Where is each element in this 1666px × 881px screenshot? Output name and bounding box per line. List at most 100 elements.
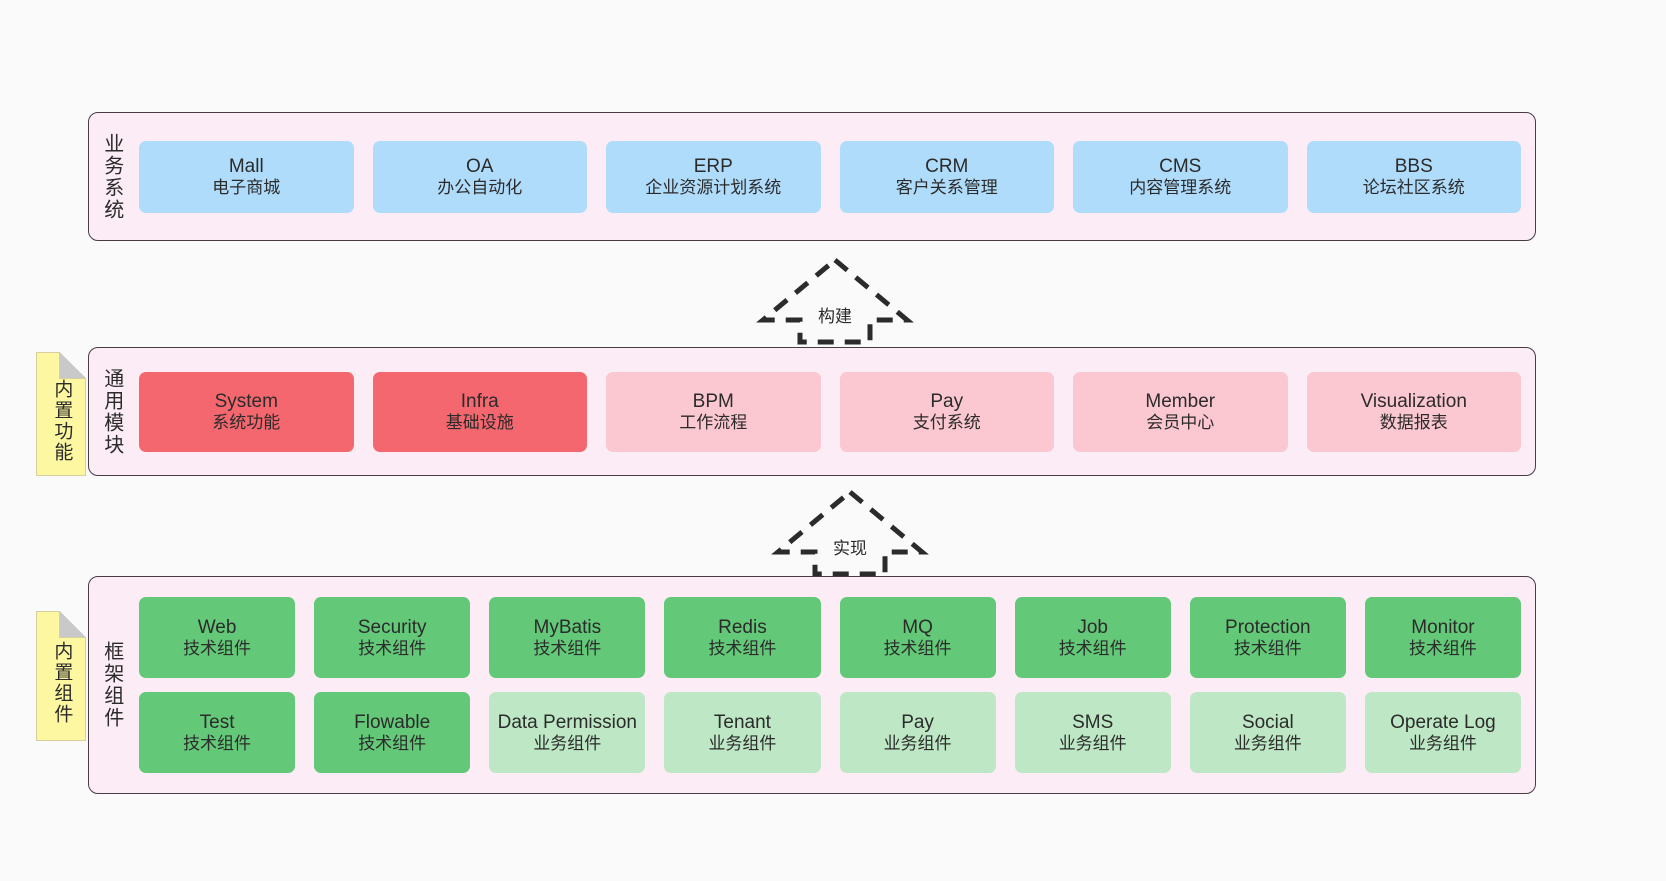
card-title: Mall (228, 155, 264, 177)
card-tenant[interactable]: Tenant 业务组件 (664, 692, 821, 773)
arrow-outline-icon (756, 256, 914, 345)
card-title: Operate Log (1390, 711, 1496, 733)
note-builtin-function: 内置功能 (36, 352, 86, 476)
layer-title-framework: 框架组件 (100, 641, 123, 729)
layer-row: Web 技术组件 Security 技术组件 MyBatis 技术组件 Redi… (139, 597, 1521, 678)
card-bpm[interactable]: BPM 工作流程 (606, 371, 821, 452)
card-oa[interactable]: OA 办公自动化 (372, 140, 587, 213)
card-subtitle: 技术组件 (1233, 638, 1302, 658)
card-title: Test (199, 711, 235, 733)
card-title: Social (1241, 711, 1294, 733)
card-crm[interactable]: CRM 客户关系管理 (839, 140, 1054, 213)
arrow-outline-icon (771, 488, 929, 577)
card-title: Security (357, 616, 427, 638)
card-web[interactable]: Web 技术组件 (139, 597, 296, 678)
card-title: Redis (718, 616, 767, 638)
card-title: ERP (693, 155, 733, 177)
card-operate-log[interactable]: Operate Log 业务组件 (1364, 692, 1521, 773)
layer-body-framework: Web 技术组件 Security 技术组件 MyBatis 技术组件 Redi… (133, 577, 1535, 793)
layer-title-business: 业务系统 (100, 132, 123, 221)
card-subtitle: 会员中心 (1146, 412, 1215, 432)
card-sms[interactable]: SMS 业务组件 (1014, 692, 1171, 773)
arrow-implement: 实现 (771, 488, 929, 577)
card-bbs[interactable]: BBS 论坛社区系统 (1306, 140, 1521, 213)
layer-body-business: Mall 电子商城 OA 办公自动化 ERP 企业资源计划系统 CRM 客户关系… (133, 113, 1535, 240)
card-subtitle: 技术组件 (1408, 638, 1477, 658)
card-title: BPM (692, 390, 734, 412)
card-title: CMS (1159, 155, 1202, 177)
card-title: Web (197, 616, 237, 638)
card-title: Flowable (354, 711, 431, 733)
card-cms[interactable]: CMS 内容管理系统 (1073, 140, 1288, 213)
card-mq[interactable]: MQ 技术组件 (839, 597, 996, 678)
card-subtitle: 支付系统 (912, 412, 981, 432)
card-system[interactable]: System 系统功能 (139, 371, 354, 452)
card-subtitle: 客户关系管理 (895, 177, 998, 197)
card-title: Infra (460, 390, 499, 412)
card-social[interactable]: Social 业务组件 (1189, 692, 1346, 773)
card-monitor[interactable]: Monitor 技术组件 (1364, 597, 1521, 678)
card-subtitle: 技术组件 (183, 638, 252, 658)
layer-title-common: 通用模块 (100, 367, 123, 456)
card-title: MyBatis (533, 616, 602, 638)
card-data-permission[interactable]: Data Permission 业务组件 (489, 692, 646, 773)
card-subtitle: 基础设施 (445, 412, 514, 432)
card-title: Protection (1225, 616, 1311, 638)
layer-common-modules: 通用模块 System 系统功能 Infra 基础设施 BPM 工作流程 Pay… (88, 347, 1536, 476)
card-subtitle: 业务组件 (533, 733, 602, 753)
arrow-build-label: 构建 (818, 307, 852, 326)
card-subtitle: 业务组件 (1408, 733, 1477, 753)
layer-row: Mall 电子商城 OA 办公自动化 ERP 企业资源计划系统 CRM 客户关系… (139, 140, 1521, 213)
card-test[interactable]: Test 技术组件 (139, 692, 296, 773)
card-subtitle: 业务组件 (708, 733, 777, 753)
card-title: System (214, 390, 278, 412)
card-title: CRM (925, 155, 969, 177)
card-job[interactable]: Job 技术组件 (1014, 597, 1171, 678)
card-security[interactable]: Security 技术组件 (314, 597, 471, 678)
card-subtitle: 业务组件 (1058, 733, 1127, 753)
card-subtitle: 系统功能 (212, 412, 281, 432)
card-subtitle: 技术组件 (1058, 638, 1127, 658)
card-pay-business[interactable]: Pay 业务组件 (839, 692, 996, 773)
card-title: Visualization (1360, 390, 1467, 412)
card-title: Job (1077, 616, 1108, 638)
card-subtitle: 工作流程 (679, 412, 748, 432)
card-subtitle: 技术组件 (533, 638, 602, 658)
card-member[interactable]: Member 会员中心 (1073, 371, 1288, 452)
card-title: Data Permission (497, 711, 637, 733)
card-title: SMS (1072, 711, 1114, 733)
card-title: Pay (930, 390, 964, 412)
card-visualization[interactable]: Visualization 数据报表 (1306, 371, 1521, 452)
card-subtitle: 业务组件 (1233, 733, 1302, 753)
layer-row: System 系统功能 Infra 基础设施 BPM 工作流程 Pay 支付系统… (139, 371, 1521, 452)
card-erp[interactable]: ERP 企业资源计划系统 (606, 140, 821, 213)
card-redis[interactable]: Redis 技术组件 (664, 597, 821, 678)
card-title: Tenant (713, 711, 771, 733)
card-subtitle: 企业资源计划系统 (645, 177, 782, 197)
card-protection[interactable]: Protection 技术组件 (1189, 597, 1346, 678)
card-subtitle: 电子商城 (212, 177, 281, 197)
card-mall[interactable]: Mall 电子商城 (139, 140, 354, 213)
card-subtitle: 技术组件 (708, 638, 777, 658)
layer-body-common: System 系统功能 Infra 基础设施 BPM 工作流程 Pay 支付系统… (133, 348, 1535, 475)
card-subtitle: 技术组件 (358, 733, 427, 753)
card-subtitle: 论坛社区系统 (1362, 177, 1465, 197)
card-subtitle: 内容管理系统 (1129, 177, 1232, 197)
card-infra[interactable]: Infra 基础设施 (372, 371, 587, 452)
card-subtitle: 数据报表 (1379, 412, 1448, 432)
card-subtitle: 技术组件 (183, 733, 252, 753)
card-title: Member (1145, 390, 1216, 412)
card-title: OA (466, 155, 494, 177)
card-pay[interactable]: Pay 支付系统 (839, 371, 1054, 452)
card-subtitle: 技术组件 (358, 638, 427, 658)
card-flowable[interactable]: Flowable 技术组件 (314, 692, 471, 773)
card-title: Pay (901, 711, 934, 733)
card-title: BBS (1394, 155, 1433, 177)
layer-framework-components: 框架组件 Web 技术组件 Security 技术组件 MyBatis 技术组件… (88, 576, 1536, 794)
note-builtin-component: 内置组件 (36, 611, 86, 741)
card-subtitle: 办公自动化 (437, 177, 523, 197)
card-mybatis[interactable]: MyBatis 技术组件 (489, 597, 646, 678)
card-title: MQ (902, 616, 933, 638)
layer-business-systems: 业务系统 Mall 电子商城 OA 办公自动化 ERP 企业资源计划系统 CRM… (88, 112, 1536, 241)
